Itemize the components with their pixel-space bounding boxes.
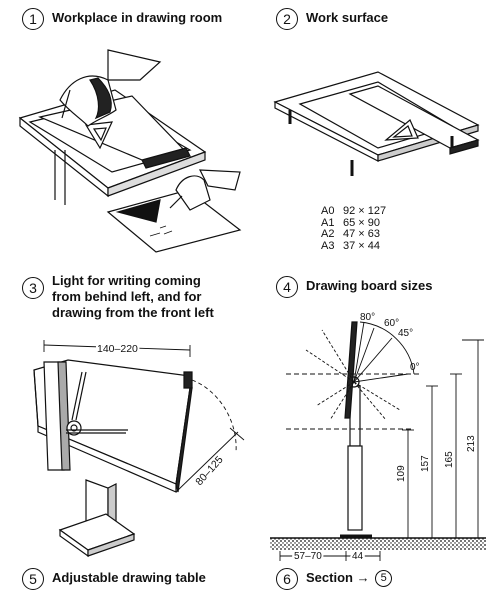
size-dims: 37 × 44 [343,239,381,252]
size-name: A1 [321,216,335,229]
angle-label-45: 45° [398,328,413,339]
caption-6: 6 Section → 5 [276,568,393,590]
caption-number: 1 [22,8,44,30]
caption-number: 2 [276,8,298,30]
paper-sheet [106,189,242,253]
caption-text: Section → 5 [306,568,393,588]
caption-number: 3 [22,277,44,299]
workplace-illustration [18,49,242,253]
caption-number: 4 [276,276,298,298]
caption-2: 2 Work surface [276,8,388,30]
caption-5: 5 Adjustable drawing table [22,568,206,590]
board-size-row: A3 37 × 44 [321,239,386,253]
caption-ref-number: 5 [375,570,393,588]
ruler [449,139,479,155]
angle-label-60: 60° [384,318,399,329]
table-width-label: 140–220 [97,343,138,355]
caption-text: Adjustable drawing table [52,570,206,585]
base-label-57-70: 57–70 [294,551,322,562]
size-name: A3 [321,239,335,252]
caption-text-main: Section → [306,570,370,585]
caption-3: 3 Light for writing coming from behind l… [22,271,214,321]
board-size-row: A2 47 × 63 [321,228,386,241]
ground-hatch [270,538,486,550]
angle-arc [359,321,415,375]
caption-text: Work surface [306,10,389,25]
size-dims: 47 × 63 [343,228,381,240]
hand-lower [175,175,211,211]
height-label-165: 165 [444,451,455,468]
section-illustration [270,321,486,561]
base-label-44: 44 [352,551,364,562]
size-name: A2 [321,228,335,240]
column-lower [347,445,363,531]
angle-label-80: 80° [360,312,375,323]
board-size-row: A0 92 × 127 [321,205,387,218]
caption-4: 4 Drawing board sizes [276,276,432,298]
caption-line: drawing from the front left [52,305,214,320]
caption-line: from behind left, and for [52,289,202,304]
height-label-213: 213 [466,435,477,452]
caption-number: 5 [22,568,44,590]
drawing-table-illustration [33,340,245,558]
angle-label-0: 0° [410,362,420,373]
height-label-157: 157 [420,455,431,472]
size-name: A0 [321,205,335,217]
caption-text: Drawing board sizes [306,278,433,293]
caption-1: 1 Workplace in drawing room [22,8,222,30]
caption-text: Light for writing coming from behind lef… [52,271,214,321]
caption-text: Workplace in drawing room [52,10,223,25]
board-sizes-list: A0 92 × 127 A1 65 × 90 A2 47 × 63 A3 37 × 44 [321,205,387,253]
caption-number: 6 [276,568,298,590]
height-label-109: 109 [396,465,407,482]
size-dims: 92 × 127 [343,205,387,217]
work-surface-illustration [273,71,480,176]
size-dims: 65 × 90 [343,216,381,229]
parallel-ruler [141,147,191,169]
board-size-row: A1 65 × 90 [321,216,386,230]
caption-line: Light for writing coming [52,273,201,288]
